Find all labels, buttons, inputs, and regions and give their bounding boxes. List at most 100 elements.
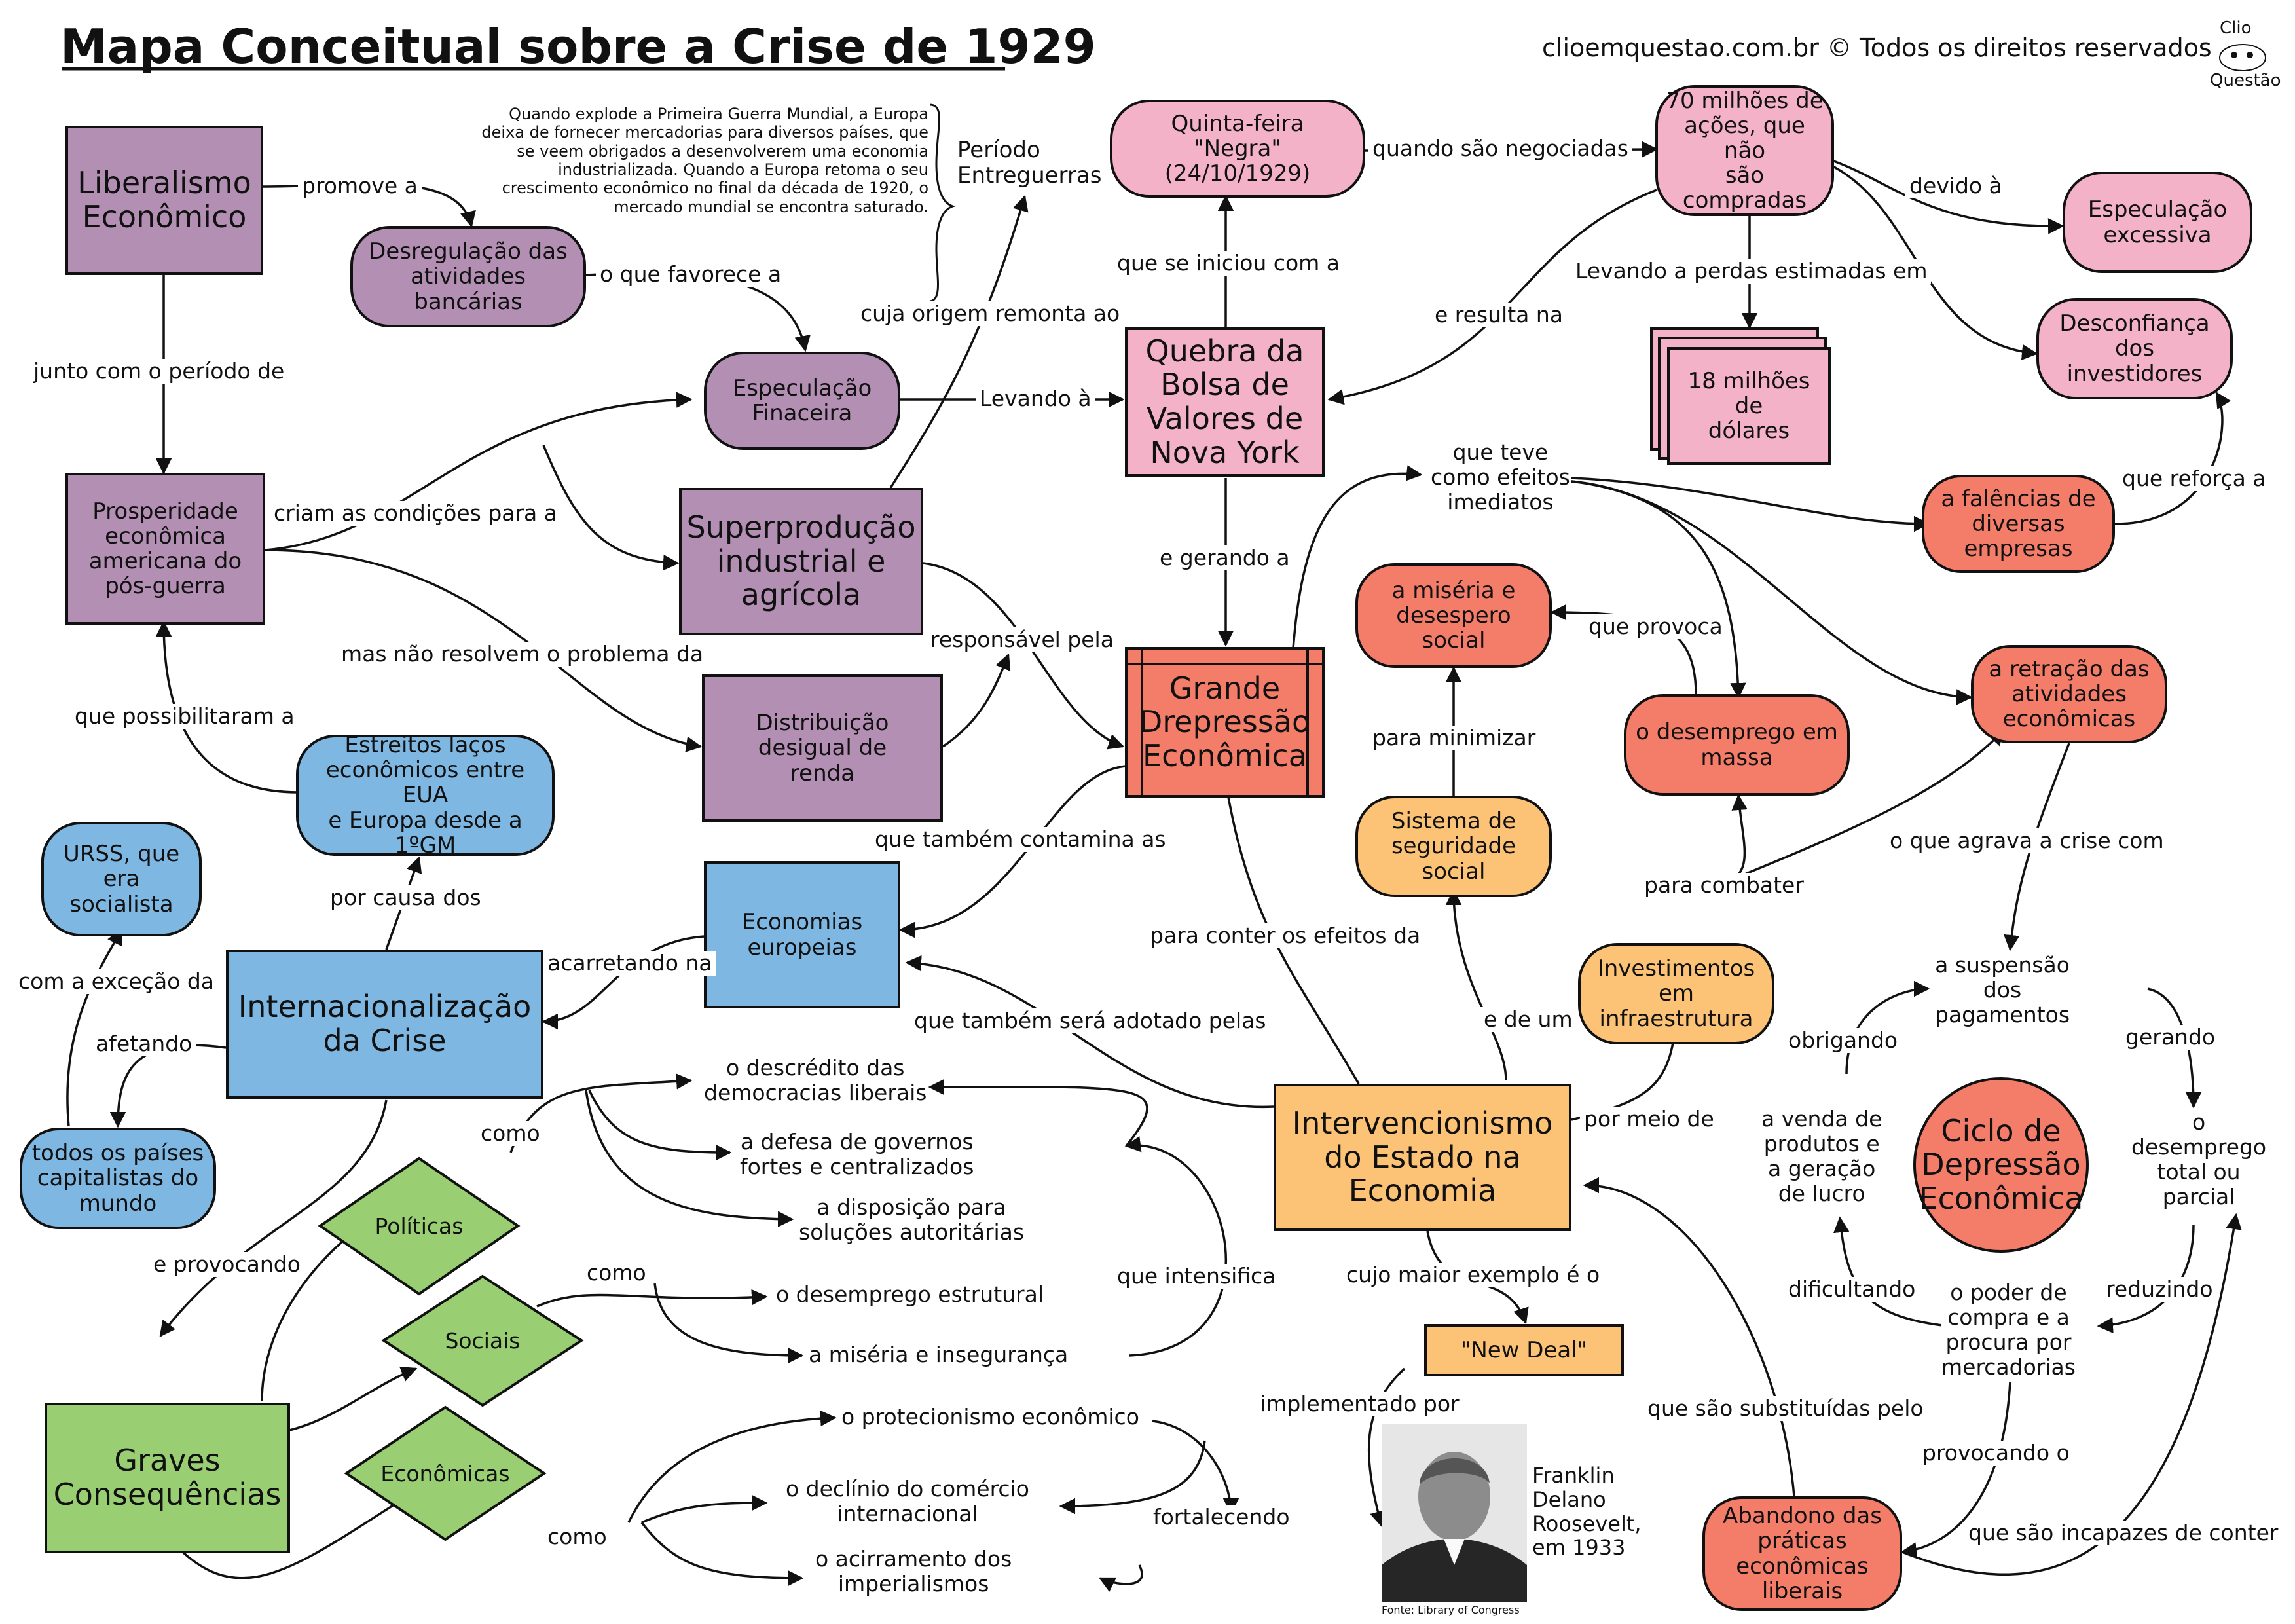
node-internacionalizacao: Internacionalização da Crise: [226, 950, 543, 1099]
text-protecionismo: o protecionismo econômico: [841, 1404, 1139, 1430]
node-retracao: a retração das atividades econômicas: [1971, 645, 2167, 743]
text-roosevelt: Franklin Delano Roosevelt, em 1933: [1532, 1463, 1642, 1560]
edge-protecionismo-fortalecendo: [1152, 1420, 1239, 1515]
node-new-deal: "New Deal": [1424, 1324, 1624, 1376]
context-note: Quando explode a Primeira Guerra Mundial…: [481, 105, 928, 216]
label-cuja-origem: cuja origem remonta ao: [856, 301, 1124, 326]
edge-falencias-desconfianca: [2114, 391, 2231, 525]
node-sistema-seguridade: Sistema de seguridade social: [1355, 796, 1552, 897]
node-economias-europeias: Economias europeias: [704, 861, 900, 1008]
label-devido: devido à: [1905, 174, 2006, 198]
label-provocando-o: provocando o: [1919, 1441, 2074, 1466]
edge-depressao-efeitos: [1292, 465, 1423, 649]
edge-graves-sociais: [268, 1366, 418, 1435]
edge-intervencionismo-economias: [905, 955, 1274, 1108]
label-levando: Levando à: [976, 386, 1095, 411]
edge-graves-politicas: [261, 1223, 365, 1402]
node-quinta-feira-negra: Quinta-feira "Negra" (24/10/1929): [1110, 100, 1365, 198]
edge-prosperidade-distribuicao: [265, 549, 703, 752]
label-intensifica: que intensifica: [1113, 1264, 1280, 1289]
edge-politicas-disposicao: [585, 1090, 794, 1227]
label-provocando: e provocando: [149, 1252, 304, 1277]
node-especulacao-financeira: Especulação Finaceira: [704, 352, 900, 450]
edge-investimentos-retracao: [1728, 729, 2005, 882]
label-por-causa: por causa dos: [326, 885, 485, 910]
edge-superproducao-periodo: [889, 194, 1029, 489]
label-resulta: e resulta na: [1431, 303, 1568, 327]
logo-mark-icon: [2219, 44, 2266, 71]
label-implementado: implementado por: [1256, 1392, 1463, 1416]
node-desemprego-massa: o desemprego em massa: [1624, 694, 1850, 796]
node-sociais-label: Sociais: [445, 1328, 521, 1354]
node-economicas-label: Econômicas: [380, 1460, 510, 1486]
label-responsavel: responsável pela: [927, 627, 1118, 652]
node-investimentos: Investimentos em infraestrutura: [1578, 943, 1774, 1044]
node-dezoito-milhoes: 18 milhões de dólares: [1650, 327, 1833, 471]
edge-abandono-intervencionismo: [1583, 1177, 1795, 1497]
edge-efeitos-retracao: [1571, 480, 1973, 705]
label-acarretando: acarretando na: [543, 951, 716, 976]
edge-newdeal-roosevelt: [1367, 1367, 1406, 1528]
node-todos-paises: todos os países capitalistas do mundo: [20, 1128, 216, 1229]
label-provoca: que provoca: [1585, 614, 1727, 639]
node-liberalismo: Liberalismo Econômico: [65, 126, 263, 275]
roosevelt-portrait-icon: [1382, 1424, 1527, 1602]
edge-politicas-defesa: [588, 1090, 732, 1161]
edge-sociais-miseria: [653, 1283, 804, 1364]
label-negociadas: quando são negociadas: [1368, 136, 1632, 161]
label-combater: para combater: [1640, 873, 1808, 898]
edge-intensifica-defesa: [1124, 1136, 1227, 1357]
edge-setenta-quebra: [1327, 189, 1657, 405]
text-venda-produtos: a venda de produtos e a geração de lucro: [1761, 1106, 1882, 1206]
node-politicas: Políticas: [318, 1156, 521, 1297]
text-declinio: o declínio do comércio internacional: [786, 1476, 1029, 1526]
edge-cycle-poder-abandono: [1900, 1381, 2011, 1559]
roosevelt-photo: [1382, 1424, 1527, 1602]
node-ciclo: Ciclo de Depressão Econômica: [1913, 1077, 2089, 1253]
label-conter: para conter os efeitos da: [1146, 923, 1425, 948]
node-prosperidade: Prosperidade econômica americana do pós-…: [65, 473, 265, 625]
label-mas-nao: mas não resolvem o problema da: [337, 642, 708, 667]
label-minimizar: para minimizar: [1368, 726, 1540, 750]
node-superproducao: Superprodução industrial e agrícola: [679, 488, 923, 635]
period-label: Período Entreguerras: [957, 137, 1102, 189]
label-excecao: com a exceção da: [14, 969, 219, 994]
edge-cycle-poder-venda: [1833, 1216, 1949, 1327]
logo-bottom-text: Questão: [2210, 71, 2281, 90]
node-grande-depressao-wrap: Grande Drepressão Econômica: [1125, 647, 1325, 798]
label-junto: junto com o período de: [29, 359, 289, 384]
label-como-sociais: como: [583, 1261, 650, 1285]
edge-distribuicao-responsavel: [942, 653, 1011, 748]
label-se-iniciou: que se iniciou com a: [1113, 251, 1344, 276]
edge-prosperidade-superproducao: [542, 445, 680, 571]
label-teve-efeitos: que teve como efeitos imediatos: [1431, 439, 1570, 515]
node-graves-consequencias: Graves Consequências: [45, 1403, 290, 1553]
site-logo: Clio Questão: [2207, 18, 2281, 90]
label-e-de-um: e de um: [1480, 1007, 1577, 1032]
node-urss: URSS, que era socialista: [41, 822, 202, 936]
node-especulacao-excessiva: Especulação excessiva: [2063, 172, 2252, 273]
label-criam: criam as condições para a: [270, 501, 561, 526]
edge-todos-urss: [66, 928, 122, 1127]
edge-fortalecendo-declinio: [1059, 1440, 1206, 1515]
edge-investimentos-desemprego: [1728, 794, 1748, 882]
text-suspensao: a suspensão dos pagamentos: [1935, 952, 2070, 1027]
text-descredito: o descrédito das democracias liberais: [704, 1055, 927, 1105]
label-como-politicas: como: [477, 1121, 544, 1146]
node-abandono: Abandono das práticas econômicas liberai…: [1702, 1496, 1902, 1611]
label-obrigando: obrigando: [1784, 1028, 1902, 1053]
text-desemprego-total: o desemprego total ou parcial: [2131, 1109, 2267, 1209]
label-promove: promove a: [298, 174, 422, 198]
label-possibilitaram: que possibilitaram a: [71, 704, 299, 729]
node-politicas-label: Políticas: [375, 1213, 464, 1239]
edge-estreitos-prosperidade: [155, 620, 299, 794]
label-maior-exemplo: cujo maior exemplo é o: [1342, 1263, 1604, 1287]
label-favorece: o que favorece a: [596, 262, 786, 287]
label-reforca: que reforça a: [2118, 466, 2270, 491]
text-desemprego-estrutural: o desemprego estrutural: [776, 1282, 1044, 1307]
label-gerando-a: e gerando a: [1156, 545, 1294, 570]
page-title: Mapa Conceitual sobre a Crise de 1929: [60, 19, 1096, 74]
node-economicas: Econômicas: [344, 1405, 547, 1542]
label-gerando: gerando: [2121, 1025, 2220, 1050]
